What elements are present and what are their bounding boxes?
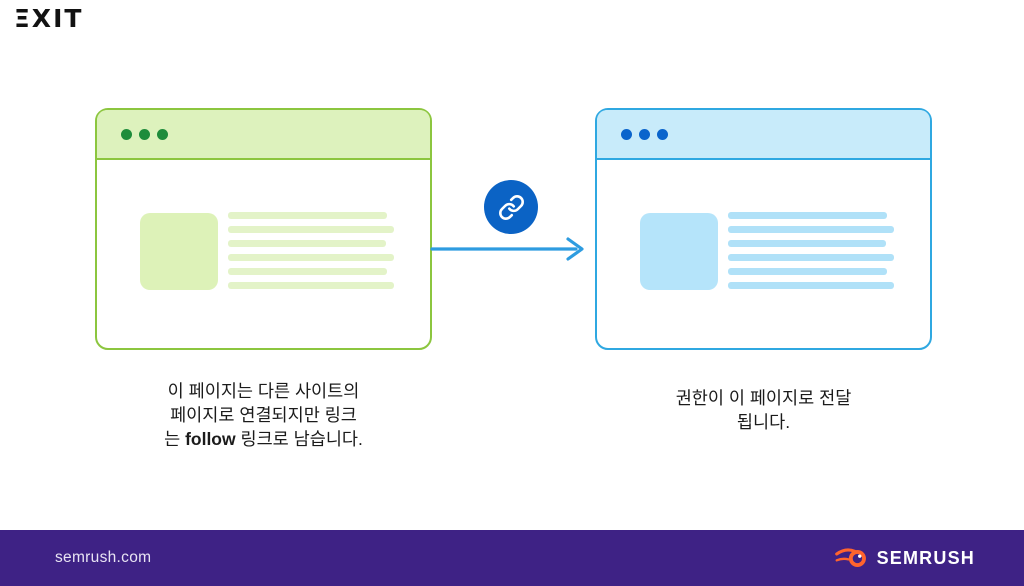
semrush-logo: SEMRUSH xyxy=(834,545,975,572)
caption-line: 는 xyxy=(164,429,186,449)
text-line xyxy=(728,254,894,261)
window-header xyxy=(597,110,930,160)
content-text-lines xyxy=(228,212,394,289)
window-dot-icon xyxy=(121,128,132,140)
text-line xyxy=(728,240,886,247)
text-line xyxy=(228,212,388,219)
semrush-wordmark: SEMRUSH xyxy=(876,547,975,568)
text-line xyxy=(228,282,394,289)
window-header xyxy=(97,110,430,160)
text-line xyxy=(228,240,386,247)
text-line xyxy=(228,226,394,233)
caption-line: 권한이 이 페이지로 전달 xyxy=(675,388,852,408)
window-dot-icon xyxy=(639,128,650,140)
content-text-lines xyxy=(728,212,894,289)
link-badge xyxy=(484,180,538,234)
semrush-flame-icon xyxy=(834,547,866,567)
target-browser-window xyxy=(595,108,932,350)
caption-line: 링크로 남습니다. xyxy=(235,429,363,449)
window-dot-icon xyxy=(139,128,150,140)
content-thumbnail xyxy=(640,213,718,290)
text-line xyxy=(728,226,894,233)
text-line xyxy=(728,212,888,219)
window-dot-icon xyxy=(621,128,632,140)
window-dot-icon xyxy=(657,128,668,140)
text-line xyxy=(228,254,394,261)
footer-bar: semrush.com SEMRUSH xyxy=(0,530,1024,586)
caption-line: 페이지로 연결되지만 링크 xyxy=(170,405,357,425)
text-line xyxy=(728,282,894,289)
source-browser-window xyxy=(95,108,432,350)
content-thumbnail xyxy=(140,213,218,290)
text-line xyxy=(228,268,388,275)
link-icon xyxy=(498,194,524,220)
caption-bold-word: follow xyxy=(185,429,236,449)
caption-line: 이 페이지는 다른 사이트의 xyxy=(167,381,360,401)
text-line xyxy=(728,268,888,275)
source-caption: 이 페이지는 다른 사이트의 페이지로 연결되지만 링크 는 follow 링크… xyxy=(95,379,432,451)
arrow-right-icon xyxy=(430,237,584,261)
window-dot-icon xyxy=(157,128,168,140)
caption-line: 됩니다. xyxy=(736,412,791,432)
exit-logo: ΞXIT xyxy=(14,4,84,33)
footer-site-url: semrush.com xyxy=(55,549,152,566)
target-caption: 권한이 이 페이지로 전달 됩니다. xyxy=(595,386,932,434)
